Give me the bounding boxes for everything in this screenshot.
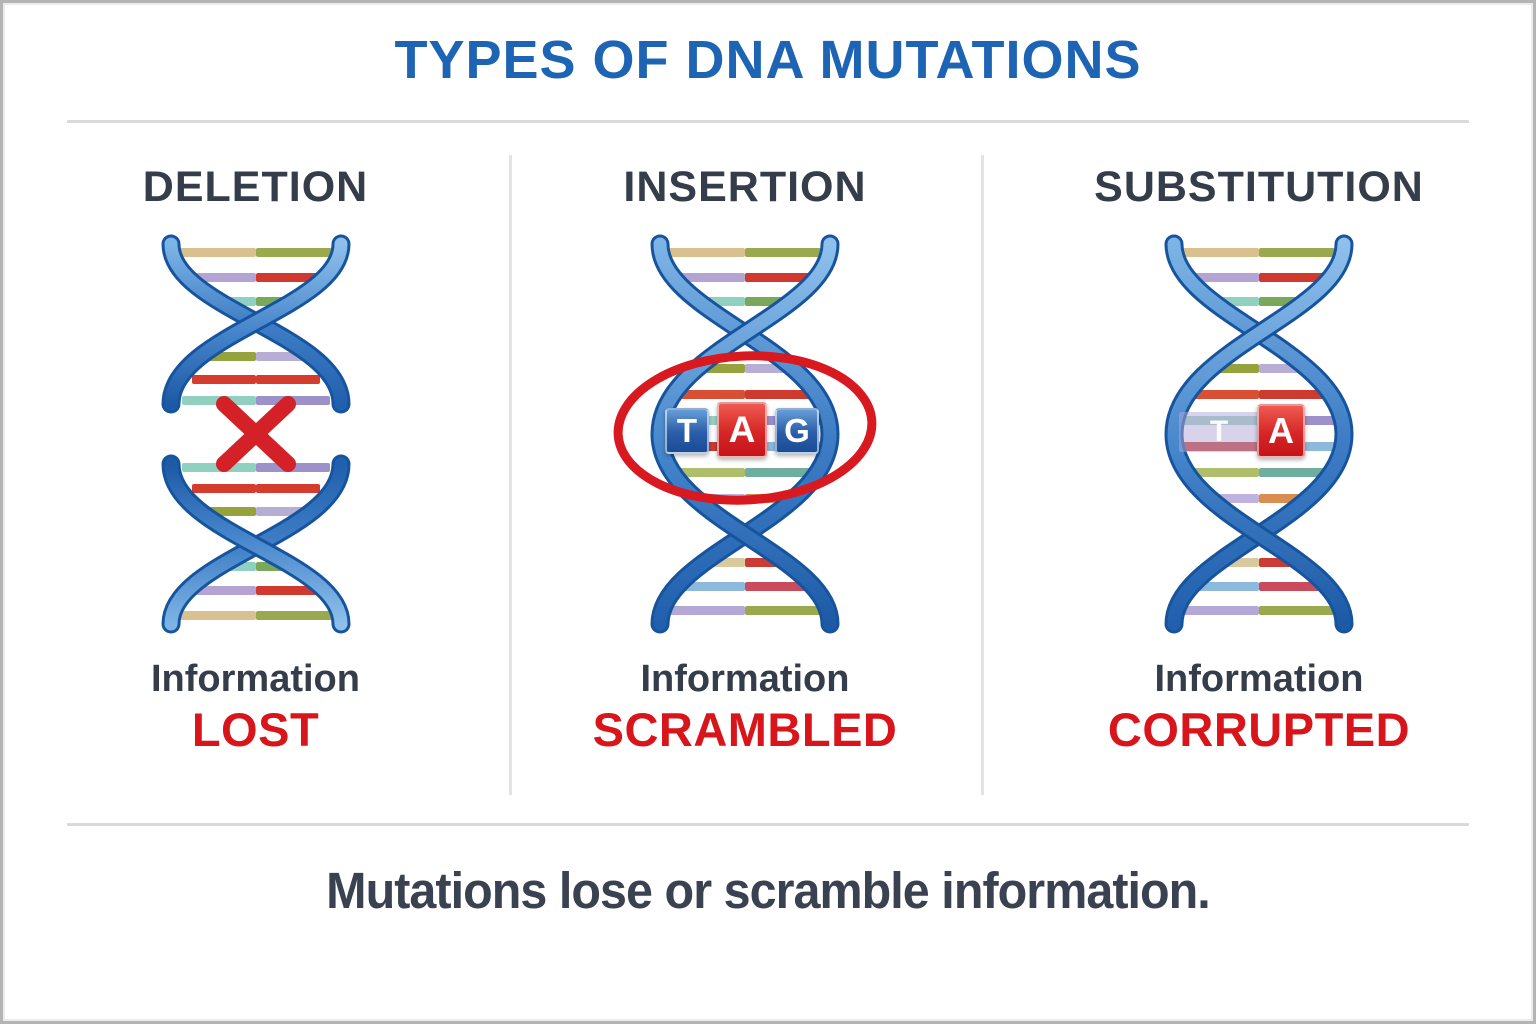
substitution-heading: SUBSTITUTION <box>1094 163 1424 211</box>
column-insertion: INSERTION T A G Information SCRAMBLED <box>511 143 979 808</box>
deletion-info-label: Information <box>151 658 360 700</box>
substitution-result-label: CORRUPTED <box>1107 702 1411 756</box>
page-title: TYPES OF DNA MUTATIONS <box>394 30 1142 90</box>
broken-dna-helix-graphic <box>136 234 376 634</box>
base-box-a-substituted: A <box>1257 404 1305 458</box>
base-box-t-faded: T <box>1179 412 1259 452</box>
deletion-caption: Information LOST <box>3 658 508 758</box>
dna-helix-insertion-icon: T A G <box>605 234 885 634</box>
column-divider-1 <box>509 155 512 795</box>
x-mark-icon <box>215 396 296 472</box>
insertion-heading: INSERTION <box>623 163 867 211</box>
columns-area: DELETION Information LOST INSERTION <box>3 143 1533 808</box>
divider-bottom <box>67 823 1469 826</box>
substitution-caption: Information CORRUPTED <box>985 658 1533 758</box>
insertion-caption: Information SCRAMBLED <box>511 658 979 758</box>
column-substitution: SUBSTITUTION T A Information CORRUPTED <box>985 143 1533 808</box>
base-box-g: G <box>775 408 819 454</box>
insertion-result-label: SCRAMBLED <box>592 702 898 756</box>
dna-helix-substitution-icon: T A <box>1139 234 1379 634</box>
summary-text: Mutations lose or scramble information. <box>326 862 1211 919</box>
column-deletion: DELETION Information LOST <box>3 143 508 808</box>
deletion-result-label: LOST <box>191 702 320 756</box>
column-divider-2 <box>981 155 984 795</box>
insertion-info-label: Information <box>640 658 850 700</box>
divider-top <box>67 120 1469 123</box>
dna-helix-with-circle-graphic <box>613 234 877 634</box>
base-box-t: T <box>665 408 709 454</box>
deletion-heading: DELETION <box>142 163 369 211</box>
base-box-a-inserted: A <box>717 402 767 458</box>
red-ellipse-highlight-icon <box>613 351 877 505</box>
dna-helix-deletion-icon <box>136 234 376 634</box>
substitution-info-label: Information <box>1154 658 1364 700</box>
